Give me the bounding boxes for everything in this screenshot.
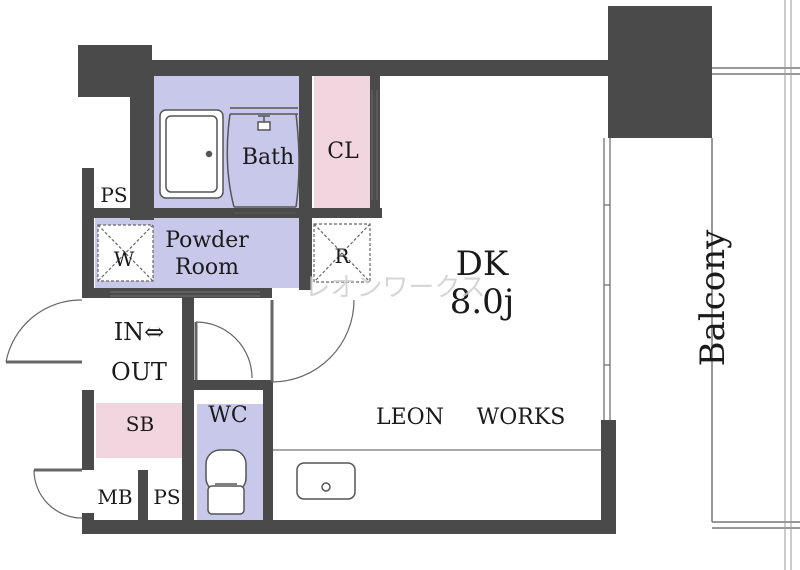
dk-size-label: 8.0j [450, 282, 515, 322]
washer-icon [97, 224, 154, 282]
closet-label: CL [327, 139, 359, 164]
pipe-space-upper-label: PS [100, 183, 127, 207]
toilet-door-icon [194, 321, 253, 380]
entrance-label-line1: IN⇔ [114, 318, 165, 346]
closet-area [314, 75, 370, 208]
balcony-label: Balcony [693, 229, 733, 367]
fridge-label: R [334, 244, 350, 268]
powder-sliding-door [110, 291, 260, 297]
dk-window [603, 138, 611, 420]
balcony-area [711, 0, 800, 570]
closet-doors [371, 90, 378, 200]
dk-door-icon [270, 299, 355, 383]
bathtub-icon [159, 109, 224, 199]
shoe-box-label: SB [126, 412, 154, 436]
pipe-space-lower-label: PS [153, 485, 180, 509]
meter-box-label: MB [97, 485, 132, 509]
brand-name-right: WORKS [477, 405, 566, 430]
fridge-icon [313, 223, 371, 283]
entrance-label-line2: OUT [111, 358, 167, 386]
watermark: レオンワークス [304, 273, 485, 303]
powder-room-label-line1: Powder [165, 228, 249, 253]
dk-label: DK [456, 244, 509, 284]
bath-label: Bath [242, 145, 294, 170]
toilet-icon [205, 449, 247, 515]
meter-box-door-icon [33, 468, 83, 519]
walls [78, 6, 712, 534]
powder-room-label-line2: Room [175, 255, 239, 280]
washer-label: W [114, 247, 135, 271]
toilet-label: WC [208, 403, 247, 428]
brand-name-left: LEON [376, 405, 444, 430]
bath-divider [226, 107, 300, 214]
shoe-box-area [96, 403, 182, 458]
entrance-door-icon [5, 299, 83, 364]
faucet-icon [257, 115, 271, 131]
sink-icon [296, 462, 356, 500]
